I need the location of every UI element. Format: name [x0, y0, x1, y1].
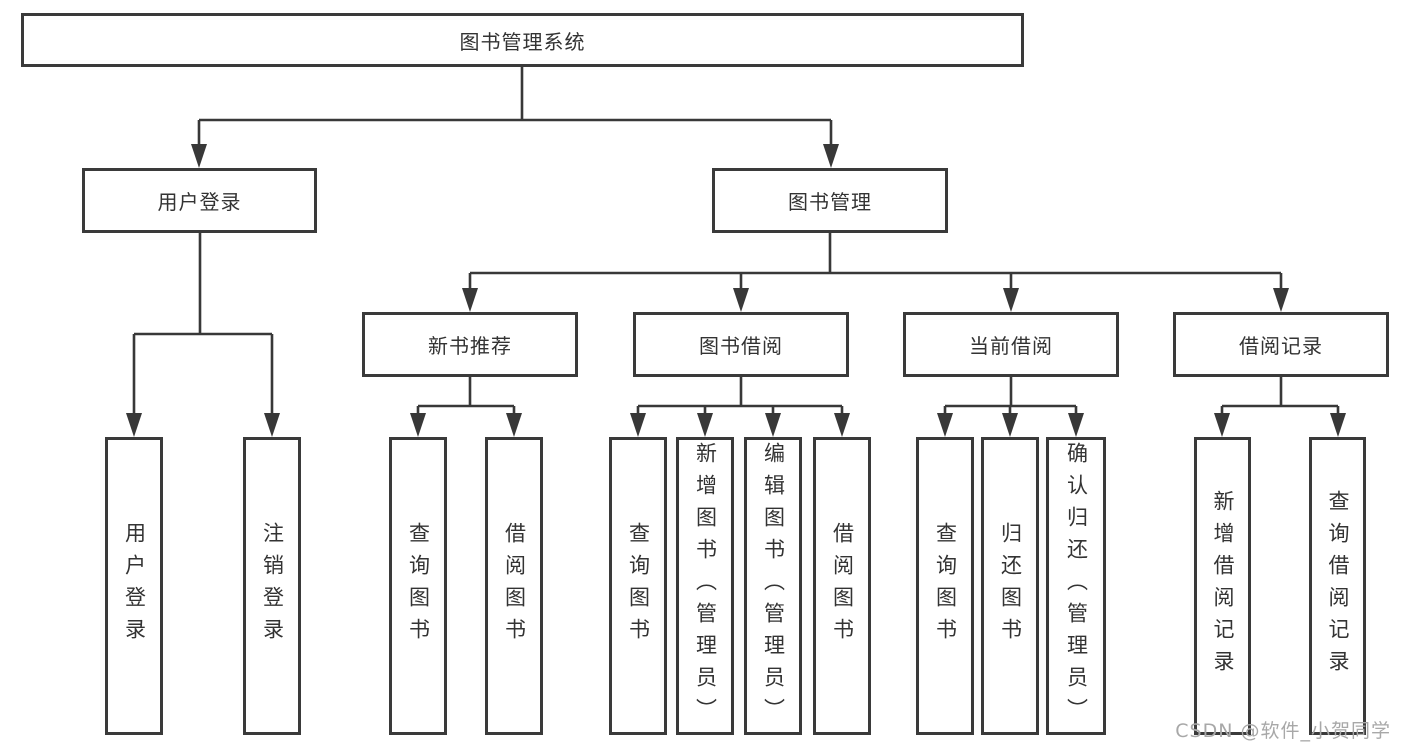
leaf-edit-book-admin: 编辑图书（管理员） — [744, 437, 802, 735]
leaf-borrow-book-recommend: 借阅图书 — [485, 437, 543, 735]
leaf-user-login-label: 用户登录 — [122, 522, 147, 650]
leaf-query-book-current: 查询图书 — [916, 437, 974, 735]
leaf-borrow-book: 借阅图书 — [813, 437, 871, 735]
node-borrow-records: 借阅记录 — [1173, 312, 1389, 377]
leaf-user-login: 用户登录 — [105, 437, 163, 735]
leaf-confirm-return-admin: 确认归还（管理员） — [1046, 437, 1106, 735]
arrowhead-icons — [126, 144, 1346, 437]
node-book-management-branch: 图书管理 — [712, 168, 948, 233]
leaf-return-book: 归还图书 — [981, 437, 1039, 735]
node-borrow-records-label: 借阅记录 — [1239, 334, 1323, 358]
csdn-watermark: CSDN @软件_小贺同学 — [1175, 720, 1391, 742]
leaf-add-book-admin: 新增图书（管理员） — [676, 437, 734, 735]
leaf-add-book-admin-label: 新增图书（管理员） — [693, 442, 718, 730]
node-user-login-branch: 用户登录 — [82, 168, 317, 233]
node-user-login-branch-label: 用户登录 — [157, 190, 242, 214]
leaf-query-borrow-record-label: 查询借阅记录 — [1326, 490, 1350, 682]
leaf-query-book-recommend: 查询图书 — [389, 437, 447, 735]
leaf-query-borrow-record: 查询借阅记录 — [1309, 437, 1366, 735]
leaf-query-book-recommend-label: 查询图书 — [406, 522, 431, 650]
node-current-borrow-label: 当前借阅 — [969, 334, 1053, 358]
leaf-query-book-borrow: 查询图书 — [609, 437, 667, 735]
leaf-borrow-book-recommend-label: 借阅图书 — [502, 522, 527, 650]
leaf-confirm-return-admin-label: 确认归还（管理员） — [1064, 442, 1089, 730]
node-current-borrow: 当前借阅 — [903, 312, 1119, 377]
leaf-logout-label: 注销登录 — [260, 522, 285, 650]
leaf-edit-book-admin-label: 编辑图书（管理员） — [761, 442, 786, 730]
node-book-borrow-label: 图书借阅 — [699, 334, 783, 358]
leaf-add-borrow-record: 新增借阅记录 — [1194, 437, 1251, 735]
leaf-query-book-current-label: 查询图书 — [933, 522, 958, 650]
node-book-borrow: 图书借阅 — [633, 312, 849, 377]
node-new-book-recommend: 新书推荐 — [362, 312, 578, 377]
leaf-logout: 注销登录 — [243, 437, 301, 735]
node-new-book-recommend-label: 新书推荐 — [428, 334, 512, 358]
leaf-borrow-book-label: 借阅图书 — [830, 522, 855, 650]
node-root-label: 图书管理系统 — [459, 29, 586, 54]
node-root-system: 图书管理系统 — [21, 13, 1024, 67]
leaf-query-book-borrow-label: 查询图书 — [626, 522, 651, 650]
node-book-management-label: 图书管理 — [788, 190, 872, 214]
leaf-add-borrow-record-label: 新增借阅记录 — [1211, 490, 1235, 682]
leaf-return-book-label: 归还图书 — [998, 522, 1023, 650]
